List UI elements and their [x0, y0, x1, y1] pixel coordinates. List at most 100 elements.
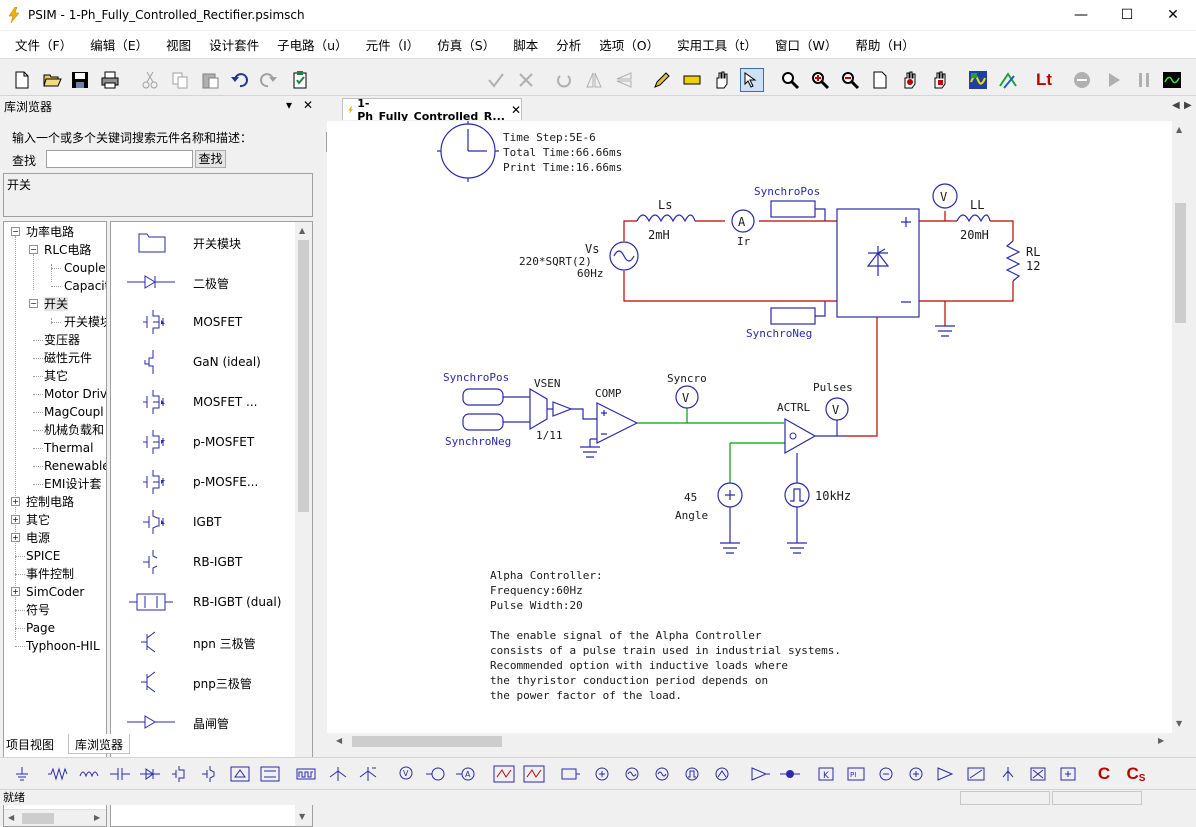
- tab-project-view[interactable]: 项目视图: [6, 738, 55, 752]
- menu-window[interactable]: 窗口（W）: [774, 38, 838, 53]
- tree-item-typhoon[interactable]: Typhoon-HIL: [26, 639, 100, 653]
- hand-probe2-icon[interactable]: [928, 68, 952, 92]
- component-item[interactable]: RB-IGBT (dual): [111, 582, 291, 622]
- menu-script[interactable]: 脚本: [513, 38, 539, 53]
- flip-tb-icon[interactable]: [612, 68, 636, 92]
- minimize-button[interactable]: —: [1074, 7, 1088, 23]
- component-item[interactable]: pnp三极管: [111, 662, 291, 702]
- redo-icon[interactable]: [256, 68, 280, 92]
- tree-item-motor-drive[interactable]: Motor Driv: [44, 387, 107, 401]
- open-folder-icon[interactable]: [40, 68, 64, 92]
- square-source-element-icon[interactable]: [680, 763, 704, 785]
- alpha-controller-element-icon[interactable]: [1056, 763, 1080, 785]
- menu-analysis[interactable]: 分析: [556, 38, 582, 53]
- scroll-right-icon[interactable]: ▶: [94, 813, 101, 822]
- new-file-icon[interactable]: [10, 68, 34, 92]
- tree-item-switches[interactable]: 开关: [44, 297, 69, 311]
- zoom-out-icon[interactable]: [838, 68, 862, 92]
- component-item[interactable]: RB-IGBT: [111, 542, 291, 582]
- on-off-controller-element-icon[interactable]: [1026, 763, 1050, 785]
- tree-item-event-control[interactable]: 事件控制: [26, 567, 75, 581]
- tree-expander[interactable]: +: [11, 587, 20, 596]
- check-icon[interactable]: [484, 68, 508, 92]
- menu-help[interactable]: 帮助（H）: [855, 38, 915, 53]
- tree-item-control-circuit[interactable]: 控制电路: [26, 495, 75, 509]
- simulation-control-icon[interactable]: [437, 121, 499, 182]
- control-element-icon[interactable]: [904, 763, 928, 785]
- clipboard-check-icon[interactable]: [288, 68, 312, 92]
- canvas-horizontal-scrollbar[interactable]: ◀ ▶: [332, 733, 1172, 750]
- hand-probe-icon[interactable]: [898, 68, 922, 92]
- ac-source-vs[interactable]: [609, 241, 639, 271]
- label-icon[interactable]: [680, 68, 704, 92]
- tree-item-emi[interactable]: EMI设计套: [44, 477, 102, 491]
- schematic-canvas[interactable]: Time Step:5E-6 Total Time:66.66ms Print …: [327, 121, 1172, 733]
- canvas-vertical-scrollbar[interactable]: ▲ ▼: [1172, 121, 1189, 733]
- tree-item-transformers[interactable]: 变压器: [44, 333, 81, 347]
- tree-item-rlc[interactable]: RLC电路: [44, 243, 92, 257]
- pan-hand-icon[interactable]: [710, 68, 734, 92]
- capacitor-element-icon[interactable]: [108, 763, 132, 785]
- zoom-in-icon[interactable]: [808, 68, 832, 92]
- synchro-neg-input-box[interactable]: [462, 413, 504, 431]
- scope2-element-icon[interactable]: [522, 763, 546, 785]
- cut-icon[interactable]: [138, 68, 162, 92]
- wave-tool-icon[interactable]: [996, 68, 1020, 92]
- comparator-element-icon[interactable]: [356, 763, 380, 785]
- run-icon[interactable]: [1102, 68, 1126, 92]
- resistor-element-icon[interactable]: [46, 763, 70, 785]
- mosfet-element-icon[interactable]: [168, 763, 192, 785]
- scope-icon[interactable]: [1160, 68, 1184, 92]
- pi-controller-element-icon[interactable]: PI: [844, 763, 868, 785]
- scroll-thumb[interactable]: [1175, 203, 1186, 323]
- maximize-button[interactable]: ☐: [1120, 7, 1134, 23]
- scroll-thumb[interactable]: [22, 813, 54, 824]
- scope-element-icon[interactable]: [492, 763, 516, 785]
- component-item[interactable]: MOSFET ...: [111, 382, 291, 422]
- component-item[interactable]: IGBT: [111, 502, 291, 542]
- tree-item-symbols[interactable]: 符号: [26, 603, 51, 617]
- component-item[interactable]: p-MOSFET: [111, 422, 291, 462]
- tab-scroll-left-icon[interactable]: ◀: [1172, 100, 1180, 111]
- tree-expander[interactable]: −: [29, 299, 38, 308]
- tree-item-other2[interactable]: 其它: [26, 513, 51, 527]
- voltage-probe-icon[interactable]: V: [394, 763, 418, 785]
- block-element-icon[interactable]: [558, 763, 582, 785]
- c-block-icon[interactable]: C: [1092, 763, 1116, 785]
- close-button[interactable]: ✕: [1167, 7, 1179, 23]
- inductor-ll[interactable]: [956, 214, 991, 223]
- tree-item-couple[interactable]: Couple: [64, 261, 106, 275]
- tree-item-magcoupler[interactable]: MagCoupl: [44, 405, 104, 419]
- menu-file[interactable]: 文件（F）: [15, 38, 73, 53]
- sensor-element-icon[interactable]: [778, 763, 802, 785]
- cross-icon[interactable]: [514, 68, 538, 92]
- menu-simulate[interactable]: 仿真（S）: [437, 38, 496, 53]
- save-icon[interactable]: [68, 68, 92, 92]
- find-button[interactable]: 查找: [195, 150, 226, 168]
- scroll-left-icon[interactable]: ◀: [336, 736, 343, 745]
- tree-item-other[interactable]: 其它: [44, 369, 69, 383]
- voltmeter-syncro[interactable]: [675, 385, 699, 409]
- scroll-thumb[interactable]: [298, 240, 309, 512]
- tree-item-thermal[interactable]: Thermal: [44, 441, 94, 455]
- voltage-probe2-icon[interactable]: [424, 763, 448, 785]
- synchro-pos-input-box[interactable]: [462, 388, 504, 406]
- menu-elements[interactable]: 元件（I）: [365, 38, 420, 53]
- scroll-right-icon[interactable]: ▶: [1158, 736, 1165, 745]
- tree-item-renewable[interactable]: Renewable: [44, 459, 107, 473]
- alpha-controller-actrl[interactable]: [784, 417, 817, 455]
- tree-expander[interactable]: −: [11, 227, 20, 236]
- tree-item-page[interactable]: Page: [26, 621, 56, 635]
- component-item[interactable]: p-MOSFE...: [111, 462, 291, 502]
- undo-icon[interactable]: [228, 68, 252, 92]
- gain-block[interactable]: [552, 401, 573, 417]
- limiter-element-icon[interactable]: [934, 763, 958, 785]
- gate-element-icon[interactable]: [874, 763, 898, 785]
- tree-expander[interactable]: −: [29, 245, 38, 254]
- tree-item-power-circuit[interactable]: 功率电路: [26, 225, 75, 239]
- inverter-element-icon[interactable]: [258, 763, 282, 785]
- inductor-element-icon[interactable]: [78, 763, 102, 785]
- menu-utilities[interactable]: 实用工具（t）: [677, 38, 757, 53]
- ground-element-icon[interactable]: [10, 763, 34, 785]
- sine-source-element-icon[interactable]: [650, 763, 674, 785]
